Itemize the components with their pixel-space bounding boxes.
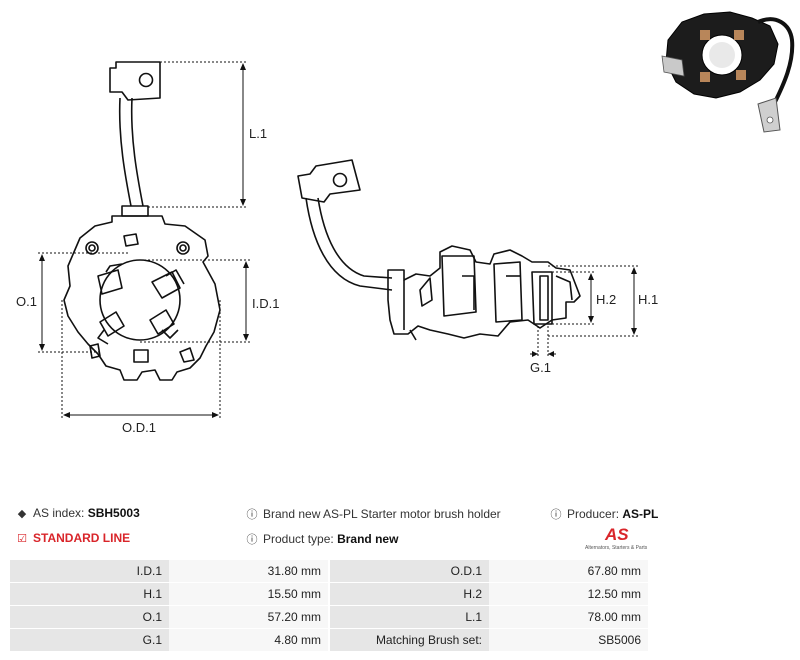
side-view-body (387, 245, 581, 341)
logo-mark: AS (605, 525, 629, 544)
as-index-line: ◆ AS index: SBH5003 (16, 506, 140, 520)
product-photo (661, 11, 795, 133)
arrow-heads (39, 63, 637, 418)
dim-label-h2: H.2 (596, 292, 616, 307)
spec-value: 57.20 mm (169, 605, 329, 629)
standard-line-label: STANDARD LINE (33, 531, 131, 545)
spec-label: L.1 (328, 605, 489, 629)
spec-label: H.2 (328, 582, 489, 606)
spec-value: 78.00 mm (489, 605, 648, 629)
top-view-terminal (109, 61, 161, 217)
spec-label: O.D.1 (328, 560, 489, 583)
dim-label-o1: O.1 (16, 294, 37, 309)
dimension-lines (38, 61, 640, 420)
producer-label: Producer: (567, 507, 620, 521)
spec-value: 15.50 mm (169, 582, 329, 606)
spec-value: 67.80 mm (489, 560, 648, 583)
product-type-line: ⓘ Product type: Brand new (246, 531, 399, 547)
as-pl-logo: AS Alternators, Starters & Parts (585, 525, 655, 553)
spec-label: H.1 (10, 582, 169, 606)
tag-icon: ◆ (17, 508, 27, 520)
top-view-plate (63, 215, 221, 381)
check-square-icon: ☑ (17, 533, 27, 545)
product-type-label: Product type: (263, 532, 334, 546)
description-line: ⓘ Brand new AS-PL Starter motor brush hol… (246, 506, 501, 522)
producer-value: AS-PL (622, 507, 659, 521)
side-view-terminal (297, 159, 393, 291)
info-circle-icon: ⓘ (246, 509, 258, 521)
info-circle-icon: ⓘ (550, 509, 562, 521)
spec-value: 31.80 mm (169, 560, 329, 583)
spec-label: O.1 (10, 605, 169, 629)
as-index-label: AS index: (33, 506, 85, 520)
info-circle-icon: ⓘ (246, 534, 258, 546)
dim-label-h1: H.1 (638, 292, 658, 307)
spec-value: 12.50 mm (489, 582, 648, 606)
spec-value: 4.80 mm (169, 628, 329, 652)
spec-label: G.1 (10, 628, 169, 652)
technical-drawing: L.1 I.D.1 O.1 O.D.1 H.1 H.2 G.1 (16, 11, 795, 435)
as-index-value: SBH5003 (87, 506, 140, 520)
dim-label-id1: I.D.1 (252, 296, 279, 311)
producer-line: ⓘ Producer: AS-PL (550, 506, 659, 522)
description-text: Brand new AS-PL Starter motor brush hold… (263, 507, 501, 521)
standard-line: ☑ STANDARD LINE (16, 531, 130, 545)
dim-label-od1: O.D.1 (122, 420, 156, 435)
product-type-value: Brand new (337, 532, 399, 546)
dim-label-g1: G.1 (530, 360, 551, 375)
logo-tagline: Alternators, Starters & Parts (585, 545, 648, 551)
dim-label-l1: L.1 (249, 126, 267, 141)
spec-value: SB5006 (489, 628, 648, 652)
spec-label: I.D.1 (10, 560, 169, 583)
spec-label: Matching Brush set: (328, 628, 489, 652)
